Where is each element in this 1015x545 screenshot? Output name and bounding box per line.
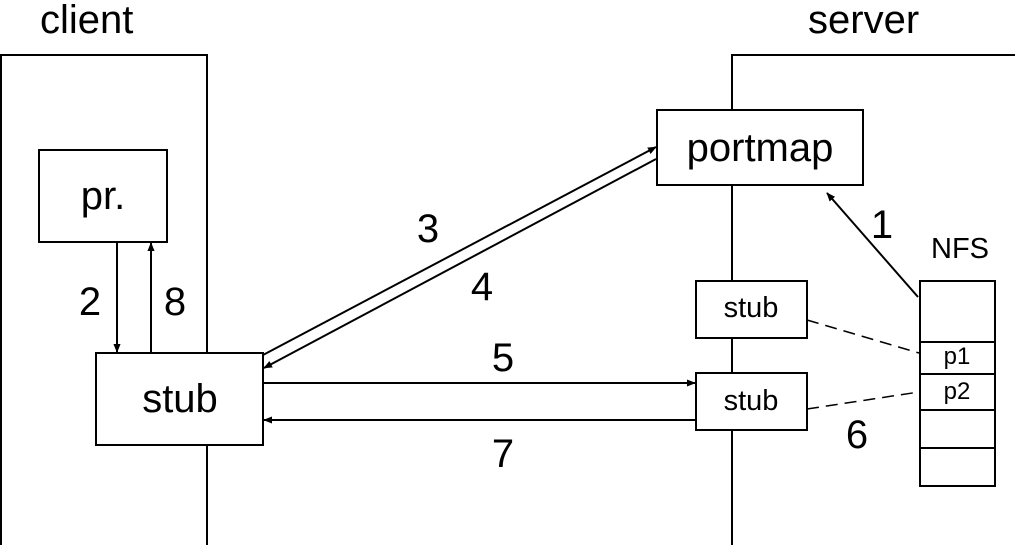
nfs-label: NFS <box>931 233 989 265</box>
dashed-link-p2 <box>806 391 920 410</box>
arrow-register <box>826 192 919 298</box>
program-box <box>38 149 168 243</box>
step-label-2: 2 <box>79 280 101 324</box>
client-title: client <box>40 0 134 42</box>
client-frame <box>0 54 208 545</box>
arrow-lookup <box>262 146 657 356</box>
server-stub-upper-box <box>695 280 808 339</box>
step-label-4: 4 <box>471 265 493 309</box>
arrow-port-reply <box>263 158 657 369</box>
server-stub-lower-label: stub <box>724 385 779 417</box>
nfs-slot <box>919 447 996 487</box>
portmap-box <box>656 109 864 186</box>
nfs-slot <box>919 373 996 411</box>
server-stub-upper-label: stub <box>724 292 779 324</box>
step-label-5: 5 <box>492 336 514 380</box>
nfs-table <box>919 280 996 487</box>
program-label: pr. <box>81 174 125 218</box>
nfs-slot-label: p2 <box>944 378 971 405</box>
portmap-label: portmap <box>687 126 834 170</box>
server-stub-lower-box <box>695 372 808 431</box>
nfs-slot-label: p1 <box>944 343 971 370</box>
dashed-link-p1 <box>806 319 920 354</box>
step-label-6: 6 <box>846 413 868 457</box>
step-label-7: 7 <box>492 432 514 476</box>
server-title: server <box>808 0 920 42</box>
nfs-slot <box>919 409 996 449</box>
client-stub-label: stub <box>142 377 218 421</box>
nfs-slot <box>919 280 996 343</box>
step-label-1: 1 <box>871 203 893 247</box>
step-label-3: 3 <box>417 207 439 251</box>
client-stub-box <box>95 352 264 446</box>
step-label-8: 8 <box>164 280 186 324</box>
